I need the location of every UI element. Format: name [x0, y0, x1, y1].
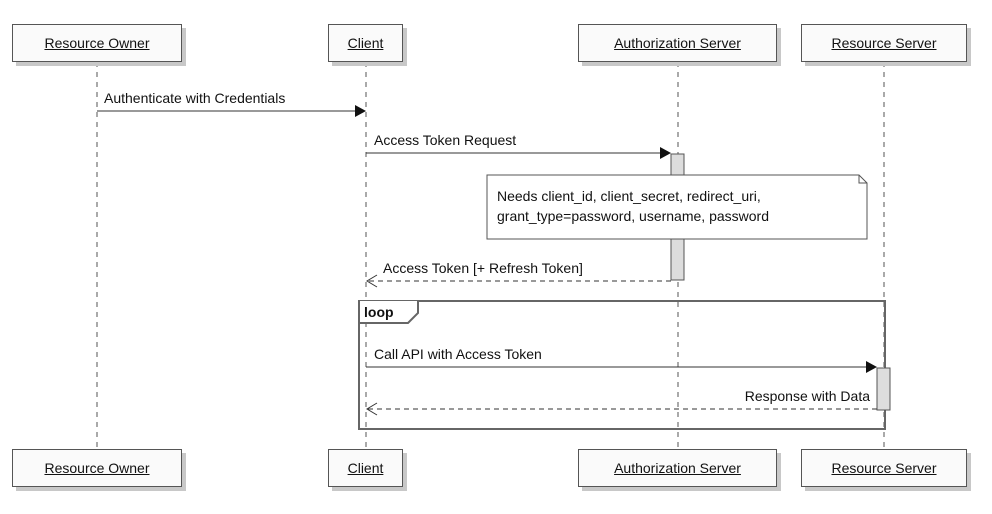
arrowhead-3: [366, 274, 378, 288]
note-box: [486, 174, 868, 240]
arrowhead-1: [355, 105, 366, 117]
arrowhead-5: [366, 402, 378, 416]
note-line-2: grant_type=password, username, password: [497, 208, 769, 224]
arrowhead-2: [660, 147, 671, 159]
message-label-3: Access Token [+ Refresh Token]: [383, 260, 583, 276]
participant-authorization-server-top: Authorization Server: [578, 24, 777, 62]
participant-resource-owner-top: Resource Owner: [12, 24, 182, 62]
activation-resource-server: [876, 367, 891, 411]
participant-authorization-server-bottom: Authorization Server: [578, 449, 777, 487]
note-text: Needs client_id, client_secret, redirect…: [497, 186, 769, 226]
participant-resource-server-top: Resource Server: [801, 24, 967, 62]
note-corner: [858, 175, 867, 184]
message-label-2: Access Token Request: [374, 132, 517, 148]
note-line-1: Needs client_id, client_secret, redirect…: [497, 188, 761, 204]
participant-client-bottom: Client: [328, 449, 403, 487]
loop-tab: [358, 301, 419, 324]
message-label-4: Call API with Access Token: [374, 346, 542, 362]
arrowhead-4: [866, 361, 877, 373]
loop-frame: [358, 300, 886, 430]
participant-resource-owner-bottom: Resource Owner: [12, 449, 182, 487]
participant-resource-server-bottom: Resource Server: [801, 449, 967, 487]
participant-client-top: Client: [328, 24, 403, 62]
message-label-1: Authenticate with Credentials: [104, 90, 286, 106]
message-label-5: Response with Data: [744, 388, 870, 404]
loop-label: loop: [364, 304, 394, 320]
